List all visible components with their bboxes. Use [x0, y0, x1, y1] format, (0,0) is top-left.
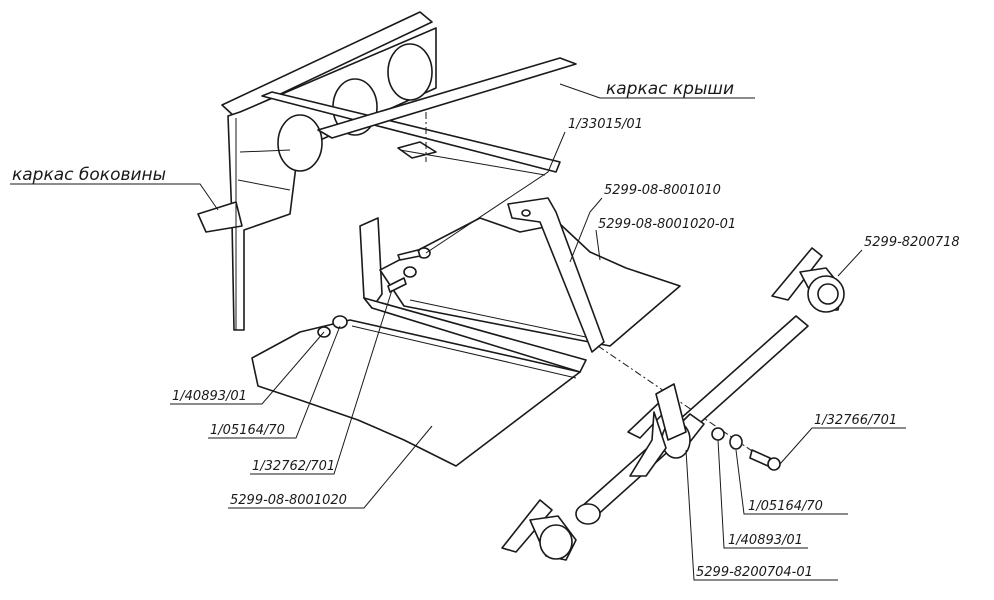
- upper-panel: [379, 217, 681, 347]
- label-05164-left: 1/05164/70: [210, 423, 285, 438]
- labels: каркас крыши каркас боковины 1/33015/01 …: [12, 79, 960, 580]
- label-8001020: 5299-08-8001020: [230, 493, 347, 508]
- lower-panel: [251, 319, 581, 467]
- label-8001010: 5299-08-8001010: [604, 183, 721, 198]
- leader-lines: [10, 83, 906, 581]
- label-side-frame: каркас боковины: [12, 165, 166, 185]
- tube-assembly: [501, 247, 845, 561]
- left-fasteners: [317, 209, 531, 338]
- label-8001020-01: 5299-08-8001020-01: [598, 217, 736, 232]
- label-32766: 1/32766/701: [814, 413, 897, 428]
- label-roof-frame: каркас крыши: [606, 79, 734, 99]
- label-33015: 1/33015/01: [568, 117, 643, 132]
- label-8200704: 5299-8200704-01: [696, 565, 813, 580]
- side-frame: [197, 11, 437, 331]
- label-8200718: 5299-8200718: [864, 235, 960, 250]
- label-32762: 1/32762/701: [252, 459, 335, 474]
- label-40893-left: 1/40893/01: [172, 389, 247, 404]
- label-05164-right: 1/05164/70: [748, 499, 823, 514]
- roof-frame: [261, 57, 577, 176]
- right-fasteners: [711, 427, 781, 471]
- label-40893-right: 1/40893/01: [728, 533, 803, 548]
- right-bracket: [507, 197, 605, 353]
